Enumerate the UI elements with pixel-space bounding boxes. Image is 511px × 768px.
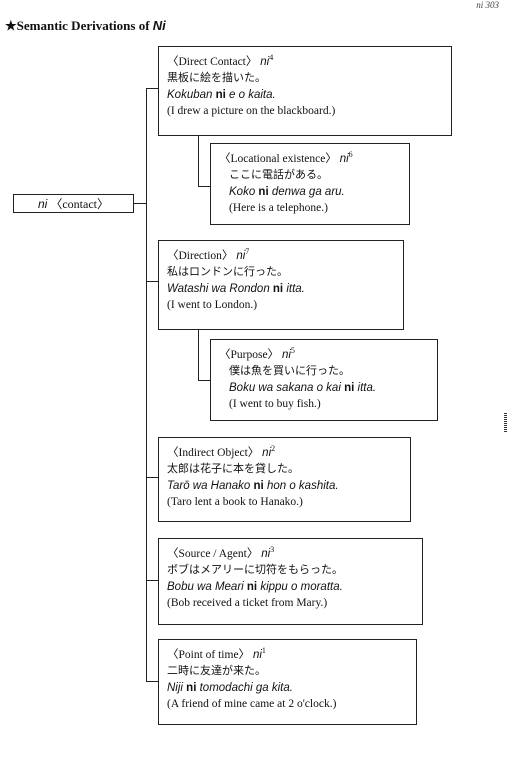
- box-sup: 7: [245, 247, 250, 256]
- english-translation: (Here is a telephone.): [229, 202, 328, 215]
- english-translation: (I went to buy fish.): [229, 398, 321, 411]
- connector-branch-5: [146, 477, 159, 478]
- box-heading: 〈Purpose〉 ni5: [219, 343, 433, 363]
- box-ni: ni: [260, 55, 270, 68]
- connector-branch-1: [146, 88, 159, 89]
- scan-artifact: [504, 413, 507, 433]
- romaji-example: Niji ni tomodachi ga kita.: [167, 681, 293, 694]
- connector-branch-6: [146, 580, 159, 581]
- box-ni: ni: [281, 348, 291, 361]
- japanese-example: ボブはメアリーに切符をもらった。: [167, 563, 343, 577]
- english-translation: (Bob received a ticket from Mary.): [167, 597, 328, 610]
- romaji-example: Boku wa sakana o kai ni itta.: [229, 381, 377, 394]
- romaji-example: Kokuban ni e o kaita.: [167, 88, 276, 101]
- connector-branch-7: [146, 681, 159, 682]
- derivation-box-purpose: 〈Purpose〉 ni5 僕は魚を買いに行った。 Boku wa sakana…: [210, 339, 438, 421]
- romaji-example: Bobu wa Meari ni kippu o moratta.: [167, 580, 343, 593]
- root-word: ni: [38, 197, 48, 211]
- connector-sub-branch-2: [198, 186, 210, 187]
- japanese-example: 僕は魚を買いに行った。: [229, 364, 350, 378]
- root-label: 〈contact〉: [50, 197, 109, 211]
- box-heading: 〈Indirect Object〉 ni2: [167, 441, 406, 461]
- japanese-example: 二時に友達が来た。: [167, 664, 266, 678]
- box-ni: ni: [236, 249, 246, 262]
- box-sup: 4: [269, 53, 274, 62]
- box-label: 〈Point of time〉: [167, 648, 251, 661]
- connector-sub-trunk-1: [198, 135, 199, 187]
- japanese-example: 黒板に絵を描いた。: [167, 71, 266, 85]
- box-label: 〈Locational existence〉: [219, 152, 337, 165]
- box-heading: 〈Locational existence〉 ni6: [219, 147, 405, 167]
- box-ni: ni: [261, 547, 271, 560]
- box-label: 〈Purpose〉: [219, 348, 280, 361]
- romaji-example: Koko ni denwa ga aru.: [229, 185, 345, 198]
- japanese-example: 太郎は花子に本を貸した。: [167, 462, 299, 476]
- box-heading: 〈Source / Agent〉 ni3: [167, 542, 418, 562]
- english-translation: (Taro lent a book to Hanako.): [167, 496, 303, 509]
- romaji-example: Tarō wa Hanako ni hon o kashita.: [167, 479, 339, 492]
- derivation-box-direct-contact: 〈Direct Contact〉 ni4 黒板に絵を描いた。 Kokuban n…: [158, 46, 452, 136]
- connector-sub-trunk-2: [198, 330, 199, 381]
- box-label: 〈Direct Contact〉: [167, 55, 258, 68]
- box-ni: ni: [339, 152, 349, 165]
- box-sup: 3: [270, 545, 275, 554]
- box-heading: 〈Direct Contact〉 ni4: [167, 50, 447, 70]
- box-ni: ni: [252, 648, 262, 661]
- english-translation: (I drew a picture on the blackboard.): [167, 105, 336, 118]
- japanese-example: ここに電話がある。: [229, 168, 328, 182]
- root-box-ni-contact: ni 〈contact〉: [13, 194, 134, 213]
- box-label: 〈Indirect Object〉: [167, 446, 260, 459]
- english-translation: (A friend of mine came at 2 o'clock.): [167, 698, 337, 711]
- connector-sub-branch-4: [198, 380, 210, 381]
- box-label: 〈Direction〉: [167, 249, 234, 262]
- connector-main-trunk: [146, 88, 147, 682]
- box-label: 〈Source / Agent〉: [167, 547, 259, 560]
- box-ni: ni: [262, 446, 272, 459]
- derivation-box-locational-existence: 〈Locational existence〉 ni6 ここに電話がある。 Kok…: [210, 143, 410, 225]
- derivation-box-source-agent: 〈Source / Agent〉 ni3 ボブはメアリーに切符をもらった。 Bo…: [158, 538, 423, 625]
- romaji-example: Watashi wa Rondon ni itta.: [167, 282, 305, 295]
- box-sup: 6: [348, 150, 353, 159]
- page-header: ni 303: [476, 0, 499, 10]
- derivation-box-direction: 〈Direction〉 ni7 私はロンドンに行った。 Watashi wa R…: [158, 240, 404, 330]
- box-heading: 〈Direction〉 ni7: [167, 244, 399, 264]
- box-heading: 〈Point of time〉 ni1: [167, 643, 412, 663]
- connector-branch-3: [146, 281, 159, 282]
- derivation-box-indirect-object: 〈Indirect Object〉 ni2 太郎は花子に本を貸した。 Tarō …: [158, 437, 411, 522]
- derivation-box-point-of-time: 〈Point of time〉 ni1 二時に友達が来た。 Niji ni to…: [158, 639, 417, 725]
- title-word: Ni: [152, 18, 166, 33]
- english-translation: (I went to London.): [167, 299, 258, 312]
- title-prefix: ★Semantic Derivations of: [5, 18, 153, 33]
- box-sup: 5: [290, 346, 295, 355]
- section-title: ★Semantic Derivations of Ni: [5, 18, 166, 34]
- box-sup: 1: [261, 646, 266, 655]
- japanese-example: 私はロンドンに行った。: [167, 265, 288, 279]
- connector-root: [134, 203, 147, 204]
- box-sup: 2: [271, 444, 276, 453]
